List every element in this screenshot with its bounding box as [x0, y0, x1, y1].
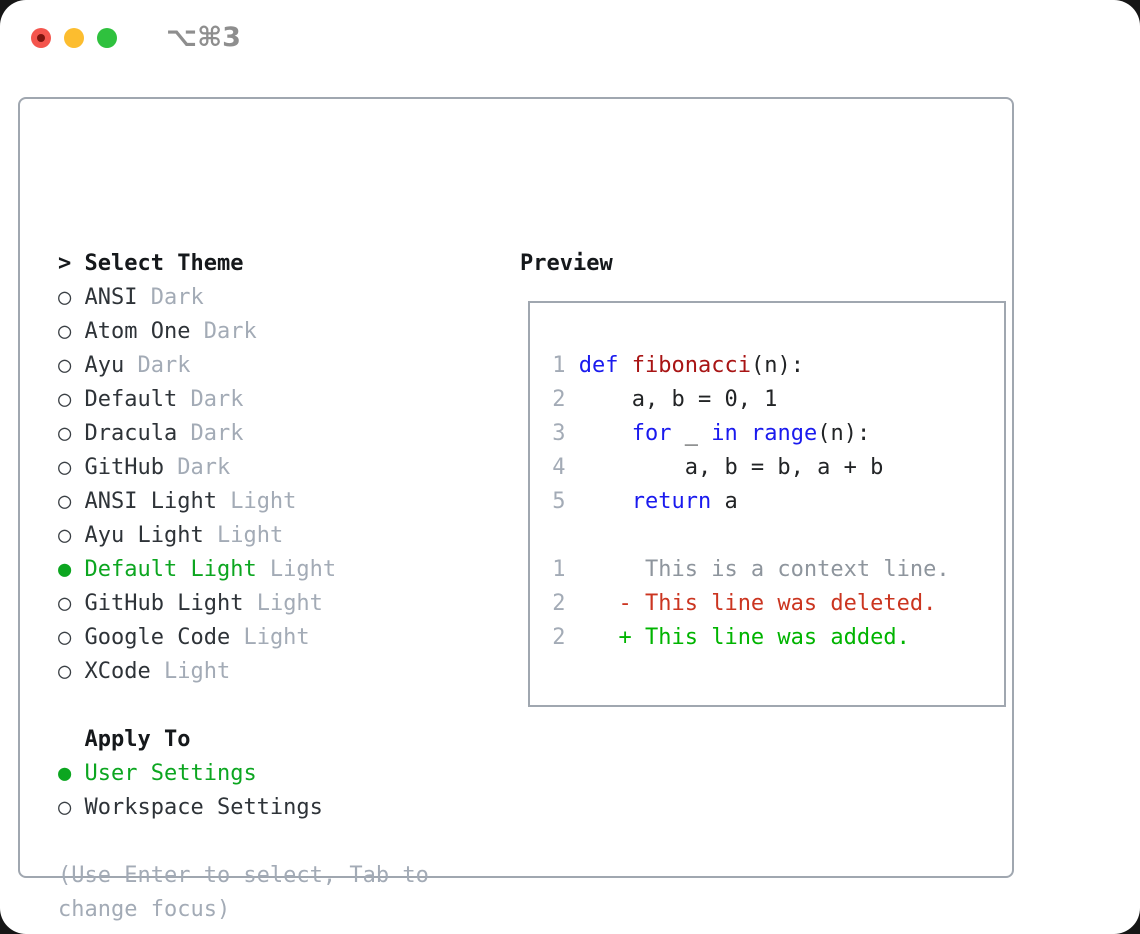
zoom-window-button[interactable] — [97, 28, 117, 48]
option-variant-label: Light — [256, 557, 337, 582]
option-label: User Settings — [84, 761, 257, 786]
preview-pane: 1 def fibonacci(n): 2 a, b = 0, 1 3 for … — [528, 301, 1006, 707]
minimize-window-button[interactable] — [64, 28, 84, 48]
radio-unselected-icon: ○ — [58, 455, 85, 480]
radio-unselected-icon: ○ — [58, 387, 85, 412]
option-variant-label: Dark — [163, 455, 231, 480]
radio-unselected-icon: ○ — [58, 353, 85, 378]
option-variant-label: Light — [243, 591, 323, 616]
title-bar: ⌥⌘3 — [0, 0, 1140, 76]
radio-unselected-icon: ○ — [58, 591, 85, 616]
select-theme-title: Select Theme — [84, 251, 244, 276]
apply-to-header: Apply To — [58, 727, 191, 752]
help-text: (Use Enter to select, Tab to change focu… — [58, 863, 429, 922]
option-variant-label: Dark — [177, 387, 244, 412]
code-line: 5 return a — [539, 489, 738, 514]
option-label: Default — [84, 387, 178, 412]
radio-unselected-icon: ○ — [58, 625, 85, 650]
close-window-button[interactable] — [31, 28, 51, 48]
code-preview: 1 def fibonacci(n): 2 a, b = 0, 1 3 for … — [530, 303, 1004, 655]
code-line: 1 def fibonacci(n): — [539, 353, 804, 378]
radio-unselected-icon: ○ — [58, 795, 85, 820]
radio-unselected-icon: ○ — [58, 489, 85, 514]
theme-option-ansi-light[interactable]: ○ ANSI Light Light — [58, 485, 498, 519]
theme-option-default[interactable]: ○ Default Dark — [58, 383, 498, 417]
apply-option-workspace-settings[interactable]: ○ Workspace Settings — [58, 791, 498, 825]
option-label: XCode — [84, 659, 151, 684]
theme-option-atom-one[interactable]: ○ Atom One Dark — [58, 315, 498, 349]
option-label: Atom One — [84, 319, 191, 344]
code-line: 2 a, b = 0, 1 — [539, 387, 778, 412]
option-variant-label: Light — [203, 523, 284, 548]
code-line — [539, 519, 1004, 553]
code-line: 2 - This line was deleted. — [539, 591, 937, 616]
option-variant-label: Dark — [177, 421, 244, 446]
option-variant-label: Light — [150, 659, 231, 684]
option-label: GitHub — [84, 455, 164, 480]
option-label: Workspace Settings — [84, 795, 323, 820]
option-variant-label: Light — [230, 625, 310, 650]
code-line: 4 a, b = b, a + b — [539, 455, 884, 480]
theme-list: ○ ANSI Dark○ Atom One Dark○ Ayu Dark○ De… — [58, 281, 498, 689]
theme-option-ayu[interactable]: ○ Ayu Dark — [58, 349, 498, 383]
option-label: Ayu Light — [84, 523, 204, 548]
keyboard-shortcut-label: ⌥⌘3 — [166, 22, 241, 53]
radio-unselected-icon: ○ — [58, 523, 85, 548]
apply-option-user-settings[interactable]: ● User Settings — [58, 757, 498, 791]
option-variant-label: Dark — [137, 285, 204, 310]
apply-to-list: ● User Settings○ Workspace Settings — [58, 757, 498, 825]
theme-selector-panel: > Select Theme ○ ANSI Dark○ Atom One Dar… — [58, 247, 498, 927]
theme-option-dracula[interactable]: ○ Dracula Dark — [58, 417, 498, 451]
radio-unselected-icon: ○ — [58, 319, 85, 344]
theme-option-google-code[interactable]: ○ Google Code Light — [58, 621, 498, 655]
radio-selected-icon: ● — [58, 557, 85, 582]
theme-option-default-light[interactable]: ● Default Light Light — [58, 553, 498, 587]
theme-option-xcode[interactable]: ○ XCode Light — [58, 655, 498, 689]
theme-option-ansi[interactable]: ○ ANSI Dark — [58, 281, 498, 315]
theme-option-ayu-light[interactable]: ○ Ayu Light Light — [58, 519, 498, 553]
option-variant-label: Dark — [124, 353, 191, 378]
code-line: 1 This is a context line. — [539, 557, 950, 582]
option-label: Dracula — [84, 421, 178, 446]
focus-caret-icon: > — [58, 251, 85, 276]
spacer-row — [58, 689, 498, 723]
option-label: GitHub Light — [84, 591, 244, 616]
option-label: ANSI Light — [84, 489, 217, 514]
theme-option-github-light[interactable]: ○ GitHub Light Light — [58, 587, 498, 621]
option-label: Google Code — [84, 625, 231, 650]
preview-title: Preview — [520, 251, 613, 276]
option-variant-label: Light — [216, 489, 297, 514]
option-label: ANSI — [84, 285, 138, 310]
option-label: Default Light — [84, 557, 257, 582]
code-line: 2 + This line was added. — [539, 625, 910, 650]
code-line: 3 for _ in range(n): — [539, 421, 871, 446]
radio-selected-icon: ● — [58, 761, 85, 786]
radio-unselected-icon: ○ — [58, 659, 85, 684]
select-theme-header: > Select Theme — [58, 247, 498, 281]
option-label: Ayu — [84, 353, 125, 378]
radio-unselected-icon: ○ — [58, 285, 85, 310]
option-variant-label: Dark — [190, 319, 257, 344]
terminal-window: > Select Theme ○ ANSI Dark○ Atom One Dar… — [18, 97, 1014, 922]
radio-unselected-icon: ○ — [58, 421, 85, 446]
theme-option-github[interactable]: ○ GitHub Dark — [58, 451, 498, 485]
